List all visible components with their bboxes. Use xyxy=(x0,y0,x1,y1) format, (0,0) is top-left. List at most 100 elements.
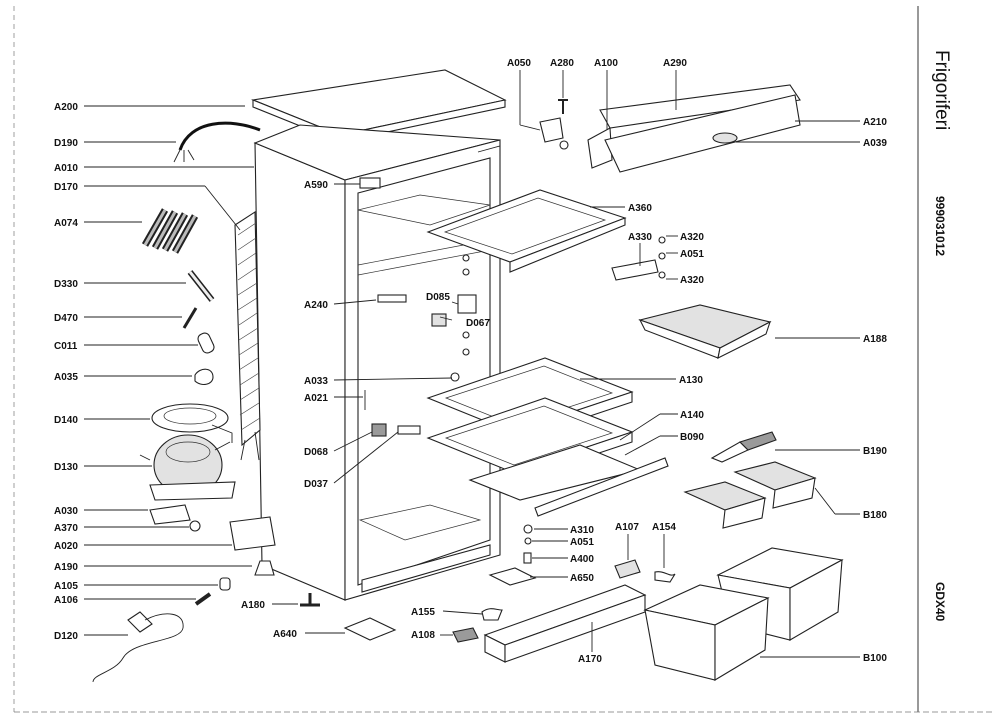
rubber-foot xyxy=(254,560,275,576)
cabinet-inner-frame xyxy=(357,157,491,586)
bracket-a330 xyxy=(611,259,659,281)
label-d068: D068 xyxy=(304,447,328,458)
drip-tray xyxy=(151,403,229,433)
freezer-divider-2 xyxy=(357,249,491,276)
sidebar-title: Frigoriferi xyxy=(931,50,952,130)
label-d470: D470 xyxy=(54,313,78,324)
label-a039: A039 xyxy=(863,138,887,149)
label-d190: D190 xyxy=(54,138,78,149)
part-d085 xyxy=(457,294,477,314)
wiring-ends xyxy=(173,149,195,163)
label-a074: A074 xyxy=(54,218,78,229)
label-a280: A280 xyxy=(550,58,574,69)
label-a130: A130 xyxy=(679,375,703,386)
label-d120: D120 xyxy=(54,631,78,642)
label-a107: A107 xyxy=(615,522,639,533)
drawer-upper-side xyxy=(789,559,843,641)
label-d085: D085 xyxy=(426,292,450,303)
freezer-floor xyxy=(357,194,491,226)
part-a310 xyxy=(523,524,533,534)
label-a320-upper: A320 xyxy=(680,232,704,243)
part-d037 xyxy=(397,425,421,435)
label-a108: A108 xyxy=(411,630,435,641)
bushing xyxy=(219,577,231,591)
label-d330: D330 xyxy=(54,279,78,290)
part-a155 xyxy=(481,608,503,621)
label-a590: A590 xyxy=(304,180,328,191)
wiring-cable xyxy=(178,121,261,151)
grommet xyxy=(189,520,201,532)
label-a106: A106 xyxy=(54,595,78,606)
tray-a360-rim xyxy=(509,217,626,273)
part-a100 xyxy=(587,127,613,169)
label-d140: D140 xyxy=(54,415,78,426)
shelf-pegs xyxy=(462,254,470,356)
label-d067: D067 xyxy=(466,318,490,329)
back-plate xyxy=(229,516,276,551)
label-b090: B090 xyxy=(680,432,704,443)
label-a154: A154 xyxy=(652,522,676,533)
leveling-foot xyxy=(300,593,320,607)
label-a360: A360 xyxy=(628,203,652,214)
compressor-base xyxy=(149,481,236,501)
capillary-tube xyxy=(182,307,198,329)
label-a033: A033 xyxy=(304,376,328,387)
label-a050: A050 xyxy=(507,58,531,69)
label-a290: A290 xyxy=(663,58,687,69)
mount-bracket xyxy=(149,504,191,525)
part-d068 xyxy=(371,423,387,437)
leader-lines xyxy=(84,70,860,658)
capacitor xyxy=(197,332,215,354)
bottom-rail xyxy=(361,544,491,593)
screw-a280 xyxy=(558,99,568,114)
label-a030: A030 xyxy=(54,506,78,517)
label-a188: A188 xyxy=(863,334,887,345)
sidebar-model: GDX40 xyxy=(933,582,947,622)
label-a051-upper: A051 xyxy=(680,249,704,260)
label-a400: A400 xyxy=(570,554,594,565)
label-d130: D130 xyxy=(54,462,78,473)
relay-clip xyxy=(194,368,214,386)
part-a033 xyxy=(450,372,460,382)
part-a400 xyxy=(523,552,532,564)
label-a100: A100 xyxy=(594,58,618,69)
label-a020: A020 xyxy=(54,541,78,552)
pin xyxy=(194,592,212,606)
top-panel xyxy=(250,69,507,136)
label-c011: C011 xyxy=(54,341,78,352)
label-a320-lower: A320 xyxy=(680,275,704,286)
label-a105: A105 xyxy=(54,581,78,592)
knob-a039 xyxy=(712,132,738,144)
label-b190: B190 xyxy=(863,446,887,457)
part-drawings xyxy=(92,69,844,683)
label-a640: A640 xyxy=(273,629,297,640)
label-a155: A155 xyxy=(411,607,435,618)
drawer-lower-side xyxy=(714,597,769,681)
label-d037: D037 xyxy=(304,479,328,490)
label-a180: A180 xyxy=(241,600,265,611)
label-a650: A650 xyxy=(570,573,594,584)
plug xyxy=(127,611,153,633)
condenser xyxy=(234,211,261,447)
label-a035: A035 xyxy=(54,372,78,383)
label-a051-lower: A051 xyxy=(570,537,594,548)
tube-bundle xyxy=(141,208,199,254)
part-a050 xyxy=(539,117,564,143)
label-a310: A310 xyxy=(570,525,594,536)
hinge-plate xyxy=(343,617,397,641)
sidebar-code: 999031012 xyxy=(933,196,947,256)
part-a051 xyxy=(524,537,532,545)
label-a240: A240 xyxy=(304,300,328,311)
part-d067 xyxy=(431,313,447,327)
label-a010: A010 xyxy=(54,163,78,174)
label-a170: A170 xyxy=(578,654,602,665)
label-b100: B100 xyxy=(863,653,887,664)
cabinet-floor-plate xyxy=(358,504,482,541)
panel-a210 xyxy=(604,94,801,173)
label-d170: D170 xyxy=(54,182,78,193)
label-a210: A210 xyxy=(863,117,887,128)
part-a108 xyxy=(452,627,479,643)
label-a200: A200 xyxy=(54,102,78,113)
